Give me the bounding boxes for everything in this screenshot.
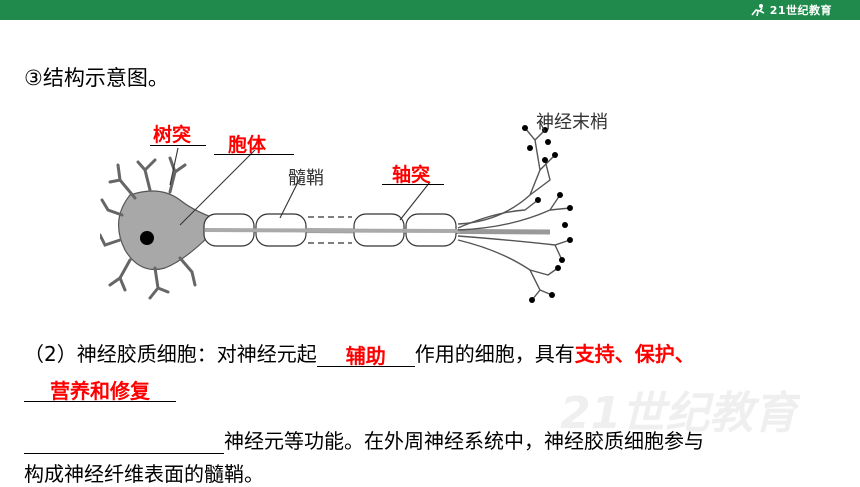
blank-1-answer: 辅助 — [345, 344, 386, 368]
paragraph-line-3: 神经元等功能。在外周神经系统中，神经胶质细胞参与 — [24, 425, 704, 454]
blank-1: 辅助 — [316, 344, 415, 368]
nucleus — [140, 231, 154, 245]
paragraph-line-2: 营养和修复 — [24, 378, 176, 403]
label-axon: 轴突 — [392, 164, 431, 186]
line1-prefix: （2）神经胶质细胞：对神经元起 — [24, 342, 317, 366]
label-cell-body-underline — [214, 154, 294, 155]
line1-mid: 作用的细胞，具有 — [414, 342, 575, 366]
watermark-logo-icon: 21世纪教育 — [560, 388, 800, 439]
runner-logo-icon — [751, 4, 765, 17]
paragraph-line-1: （2）神经胶质细胞：对神经元起 辅助 作用的细胞，具有支持、保护、 — [24, 338, 695, 368]
sheath-gap-dashes — [308, 216, 352, 244]
line3-suffix: 神经元等功能。在外周神经系统中，神经胶质细胞参与 — [224, 429, 704, 453]
blank-2: 营养和修复 — [24, 379, 176, 403]
site-logo: 21世纪教育 — [749, 2, 832, 18]
paragraph-line-4: 构成神经纤维表面的髓鞘。 — [24, 462, 264, 486]
dendrites — [100, 156, 197, 300]
label-axon-underline — [382, 184, 444, 185]
label-dendrite: 树突 — [153, 124, 192, 146]
label-cell-body: 胞体 — [228, 134, 267, 156]
label-pointers — [169, 121, 546, 226]
neuron-diagram — [100, 121, 573, 303]
svg-text:21世纪教育: 21世纪教育 — [560, 388, 800, 439]
axon-terminals — [457, 127, 571, 301]
label-dendrite-underline — [150, 145, 206, 146]
label-nerve-ending: 神经末梢 — [536, 112, 608, 133]
line1-answer: 支持、保护、 — [574, 342, 695, 366]
label-myelin: 髓鞘 — [288, 168, 324, 189]
top-banner — [0, 0, 860, 20]
logo-text: 21世纪教育 — [769, 4, 832, 17]
blank-3 — [24, 431, 224, 454]
blank-2-answer: 营养和修复 — [50, 379, 150, 403]
terminal-boutons — [522, 125, 573, 303]
section-heading: ③结构示意图。 — [24, 66, 169, 90]
